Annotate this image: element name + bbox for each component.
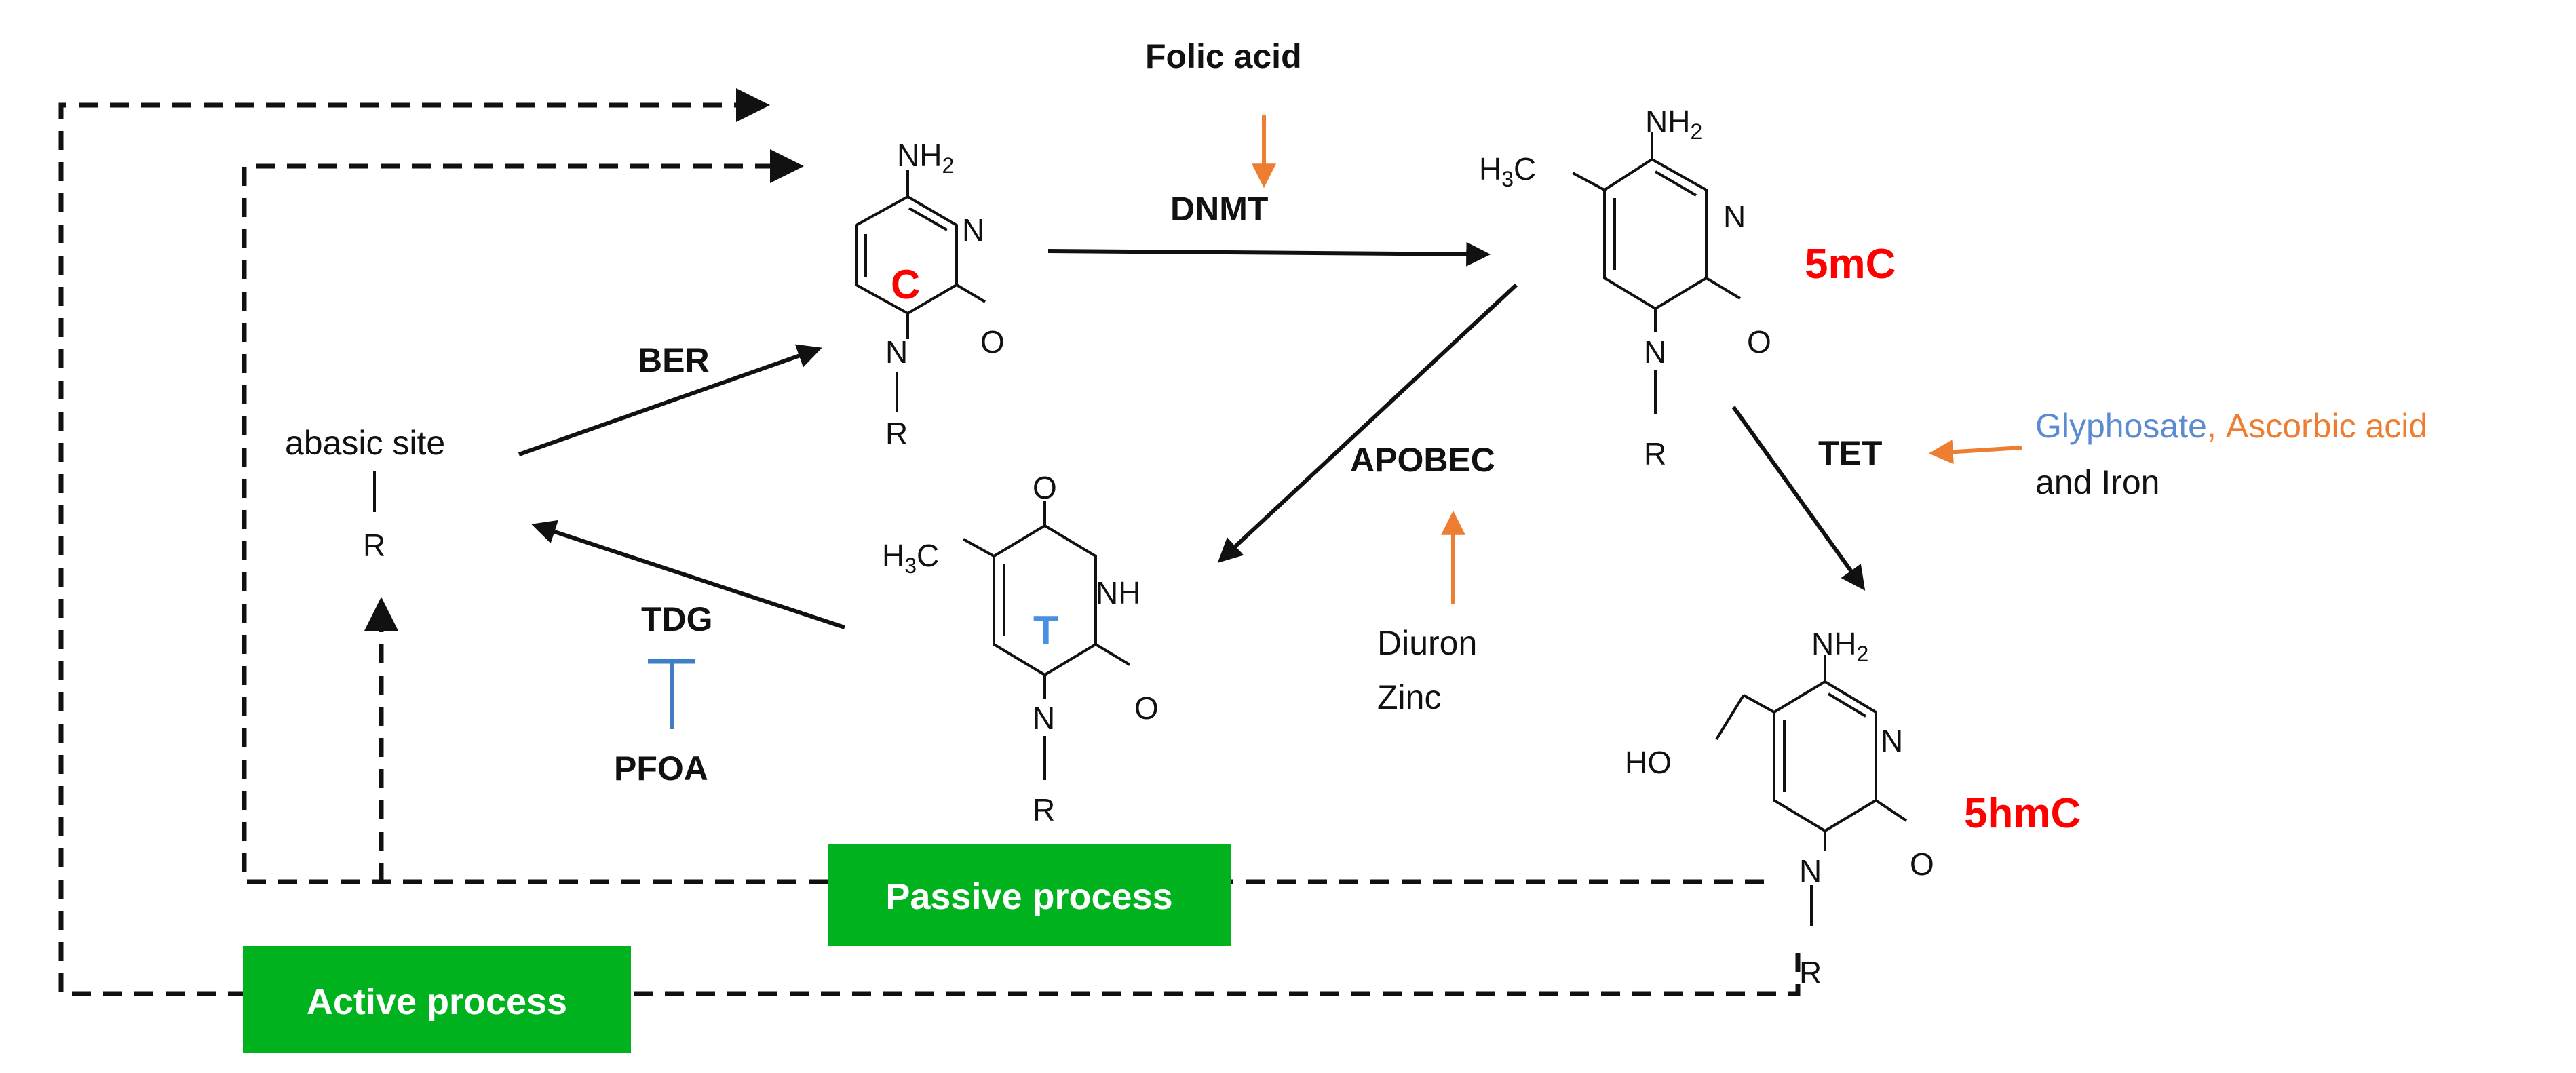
- dnmt-label: DNMT: [1170, 190, 1268, 228]
- 5mc-h3c-h: H: [1479, 151, 1501, 187]
- 5hmc-r: R: [1799, 955, 1822, 990]
- dnmt-arrow: [1047, 241, 1491, 267]
- and-iron-label: and Iron: [2035, 463, 2159, 501]
- active-process-label: Active process: [307, 981, 567, 1022]
- thymine-letter: T: [1033, 608, 1058, 653]
- 5mc-h3c-c: C: [1514, 151, 1536, 187]
- cytosine-nh2-sub: 2: [942, 153, 954, 178]
- pfoa-label: PFOA: [614, 749, 708, 787]
- passive-process-box: Passive process: [828, 844, 1231, 946]
- tet-arrow: [1731, 406, 1866, 591]
- abasic-site-label: abasic site: [285, 424, 445, 462]
- cytosine-n1: N: [885, 334, 908, 370]
- apobec-label: APOBEC: [1350, 441, 1495, 479]
- 5hmc-nh2-sub: 2: [1856, 642, 1868, 666]
- 5hmc-label: 5hmC: [1964, 790, 2081, 837]
- ber-label: BER: [638, 341, 710, 379]
- svg-text:NH2: NH2: [1811, 626, 1868, 666]
- comma-separator: ,: [2207, 407, 2216, 445]
- 5mc-nh2-sub: 2: [1690, 119, 1702, 144]
- folic-acid-label: Folic acid: [1145, 37, 1302, 75]
- cytosine-nh2: NH: [897, 138, 942, 173]
- ber-arrow: [518, 344, 822, 456]
- ascorbic-acid-label: Ascorbic acid: [2226, 407, 2427, 445]
- 5mc-molecule: NH2 H3C N O N R 5mC: [1479, 104, 1896, 471]
- apobec-arrow: [1217, 283, 1518, 563]
- cytosine-o: O: [980, 324, 1005, 359]
- 5mc-o: O: [1747, 324, 1771, 359]
- 5mc-nh2: NH: [1645, 104, 1690, 139]
- cytosine-molecule: NH2 N O N R C: [855, 138, 1005, 451]
- thymine-h3c-c: C: [917, 538, 939, 573]
- thymine-n1: N: [1033, 701, 1055, 736]
- 5hmc-n3: N: [1881, 723, 1903, 758]
- thymine-o2: O: [1134, 690, 1159, 726]
- 5hmc-n1: N: [1799, 853, 1822, 889]
- svg-text:H3C: H3C: [882, 538, 939, 578]
- passive-process-loop: [242, 149, 1764, 884]
- 5mc-n3: N: [1723, 199, 1746, 234]
- thymine-h3c-h: H: [882, 538, 904, 573]
- tet-cofactors-line1: Glyphosate, Ascorbic acid: [2035, 407, 2427, 445]
- svg-text:H3C: H3C: [1479, 151, 1536, 191]
- passive-loop-arrowhead: [770, 149, 804, 183]
- active-process-box: Active process: [243, 946, 631, 1053]
- tet-label: TET: [1818, 434, 1882, 472]
- abasic-site-r: R: [363, 528, 385, 563]
- 5mc-label: 5mC: [1805, 241, 1896, 288]
- thymine-molecule: O H3C NH O N R T: [882, 470, 1159, 827]
- 5mc-h3c-3: 3: [1501, 167, 1514, 191]
- abasic-up-arrowhead: [364, 597, 398, 631]
- tdg-label: TDG: [641, 600, 713, 638]
- 5mc-r: R: [1644, 436, 1666, 471]
- svg-text:NH2: NH2: [897, 138, 954, 178]
- cytosine-r: R: [885, 416, 908, 451]
- pfoa-inhibition-symbol: [648, 659, 695, 729]
- cytosine-letter: C: [891, 262, 920, 307]
- 5hmc-molecule: NH2 HO N O N R 5hmC: [1625, 626, 2081, 990]
- zinc-label: Zinc: [1377, 678, 1441, 716]
- 5hmc-o: O: [1910, 846, 1934, 882]
- thymine-o4: O: [1033, 470, 1057, 505]
- tet-cofactor-arrow: [1928, 440, 2022, 465]
- active-process-loop: [58, 88, 1801, 996]
- 5hmc-ho: HO: [1625, 745, 1672, 780]
- thymine-r: R: [1033, 792, 1055, 827]
- thymine-nh: NH: [1096, 575, 1140, 610]
- diuron-label: Diuron: [1377, 624, 1477, 662]
- tdg-arrow: [531, 520, 845, 629]
- abasic-site: abasic site R: [285, 424, 445, 563]
- passive-process-label: Passive process: [885, 876, 1172, 917]
- svg-text:NH2: NH2: [1645, 104, 1702, 144]
- 5hmc-nh2: NH: [1811, 626, 1856, 661]
- cytosine-n3: N: [962, 212, 984, 248]
- thymine-h3c-3: 3: [904, 553, 917, 578]
- glyphosate-label: Glyphosate: [2035, 407, 2207, 445]
- 5mc-n1: N: [1644, 334, 1666, 370]
- active-loop-arrowhead: [736, 88, 770, 122]
